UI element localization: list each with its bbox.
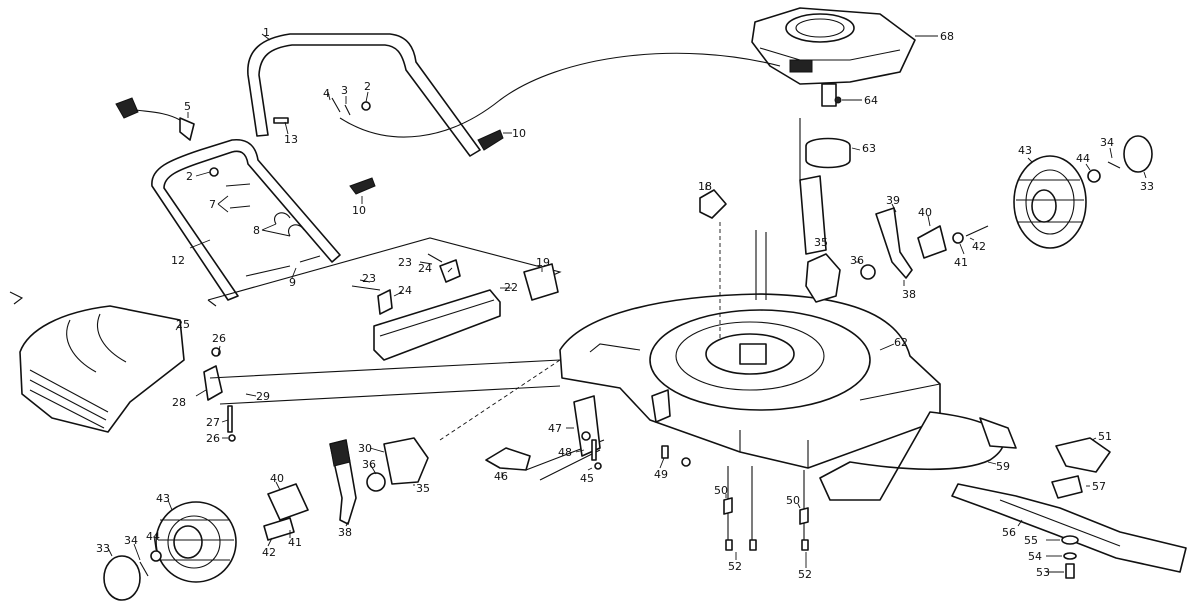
callout-68: 68 [940,30,954,43]
callout-42b: 42 [262,546,276,559]
grass-bag [9,291,185,433]
mower-blade [951,483,1187,573]
callout-47: 47 [548,422,562,435]
callout-24: 24 [398,284,412,297]
callout-23: 23 [362,272,376,285]
callout-62: 62 [894,336,908,349]
callout-45: 45 [580,472,594,485]
callout-10b: 10 [352,204,366,217]
handle-lower [151,138,341,301]
callout-18: 18 [698,180,712,193]
callout-8: 8 [253,224,260,237]
callout-43: 43 [1018,144,1032,157]
callout-46: 46 [494,470,508,483]
engine [751,7,916,107]
callout-33b: 33 [96,542,110,555]
callout-26b: 26 [206,432,220,445]
callout-9: 9 [289,276,296,289]
callout-41b: 41 [288,536,302,549]
callout-30: 30 [358,442,372,455]
callout-22: 22 [504,281,518,294]
switch-assembly [115,97,195,141]
callout-24b: 24 [418,262,432,275]
callout-42: 42 [972,240,986,253]
callout-50b: 50 [786,494,800,507]
callout-35: 35 [814,236,828,249]
callout-38: 38 [902,288,916,301]
callout-57: 57 [1092,480,1106,493]
callout-36b: 36 [362,458,376,471]
callout-26: 26 [212,332,226,345]
rear-wheel-right [1013,135,1153,249]
callout-41: 41 [954,256,968,269]
callout-53: 53 [1036,566,1050,579]
callout-40: 40 [918,206,932,219]
callout-44b: 44 [146,530,160,543]
callout-38b: 38 [338,526,352,539]
callout-2: 2 [364,80,371,93]
callout-12: 12 [171,254,185,267]
callout-1: 1 [263,26,270,39]
callout-50: 50 [714,484,728,497]
mower-deck [559,293,941,469]
callout-5: 5 [184,100,191,113]
rear-baffle [373,259,559,361]
callout-27: 27 [206,416,220,429]
callout-34: 34 [1100,136,1114,149]
callout-51: 51 [1098,430,1112,443]
callout-54: 54 [1028,550,1042,563]
callout-2b: 2 [186,170,193,183]
callout-10: 10 [512,127,526,140]
front-wheel-left [103,501,237,601]
callout-28: 28 [172,396,186,409]
callout-48: 48 [558,446,572,459]
callout-labels: 1 2 3 4 5 10 13 68 64 63 2 7 8 10 12 9 1… [96,26,1154,581]
callout-52b: 52 [798,568,812,581]
callout-56: 56 [1002,526,1016,539]
callout-63: 63 [862,142,876,155]
callout-13: 13 [284,133,298,146]
handle-upper [247,33,481,157]
callout-43b: 43 [156,492,170,505]
callout-40b: 40 [270,472,284,485]
callout-59: 59 [996,460,1010,473]
callout-39: 39 [886,194,900,207]
callout-23b: 23 [398,256,412,269]
callout-19: 19 [536,256,550,269]
callout-64: 64 [864,94,878,107]
callout-29: 29 [256,390,270,403]
callout-25: 25 [176,318,190,331]
callout-55: 55 [1024,534,1038,547]
callout-34b: 34 [124,534,138,547]
callout-52: 52 [728,560,742,573]
callout-4: 4 [323,87,330,100]
callout-7: 7 [209,198,216,211]
callout-35b: 35 [416,482,430,495]
callout-36: 36 [850,254,864,267]
callout-44: 44 [1076,152,1090,165]
callout-3: 3 [341,84,348,97]
callout-49: 49 [654,468,668,481]
callout-33: 33 [1140,180,1154,193]
